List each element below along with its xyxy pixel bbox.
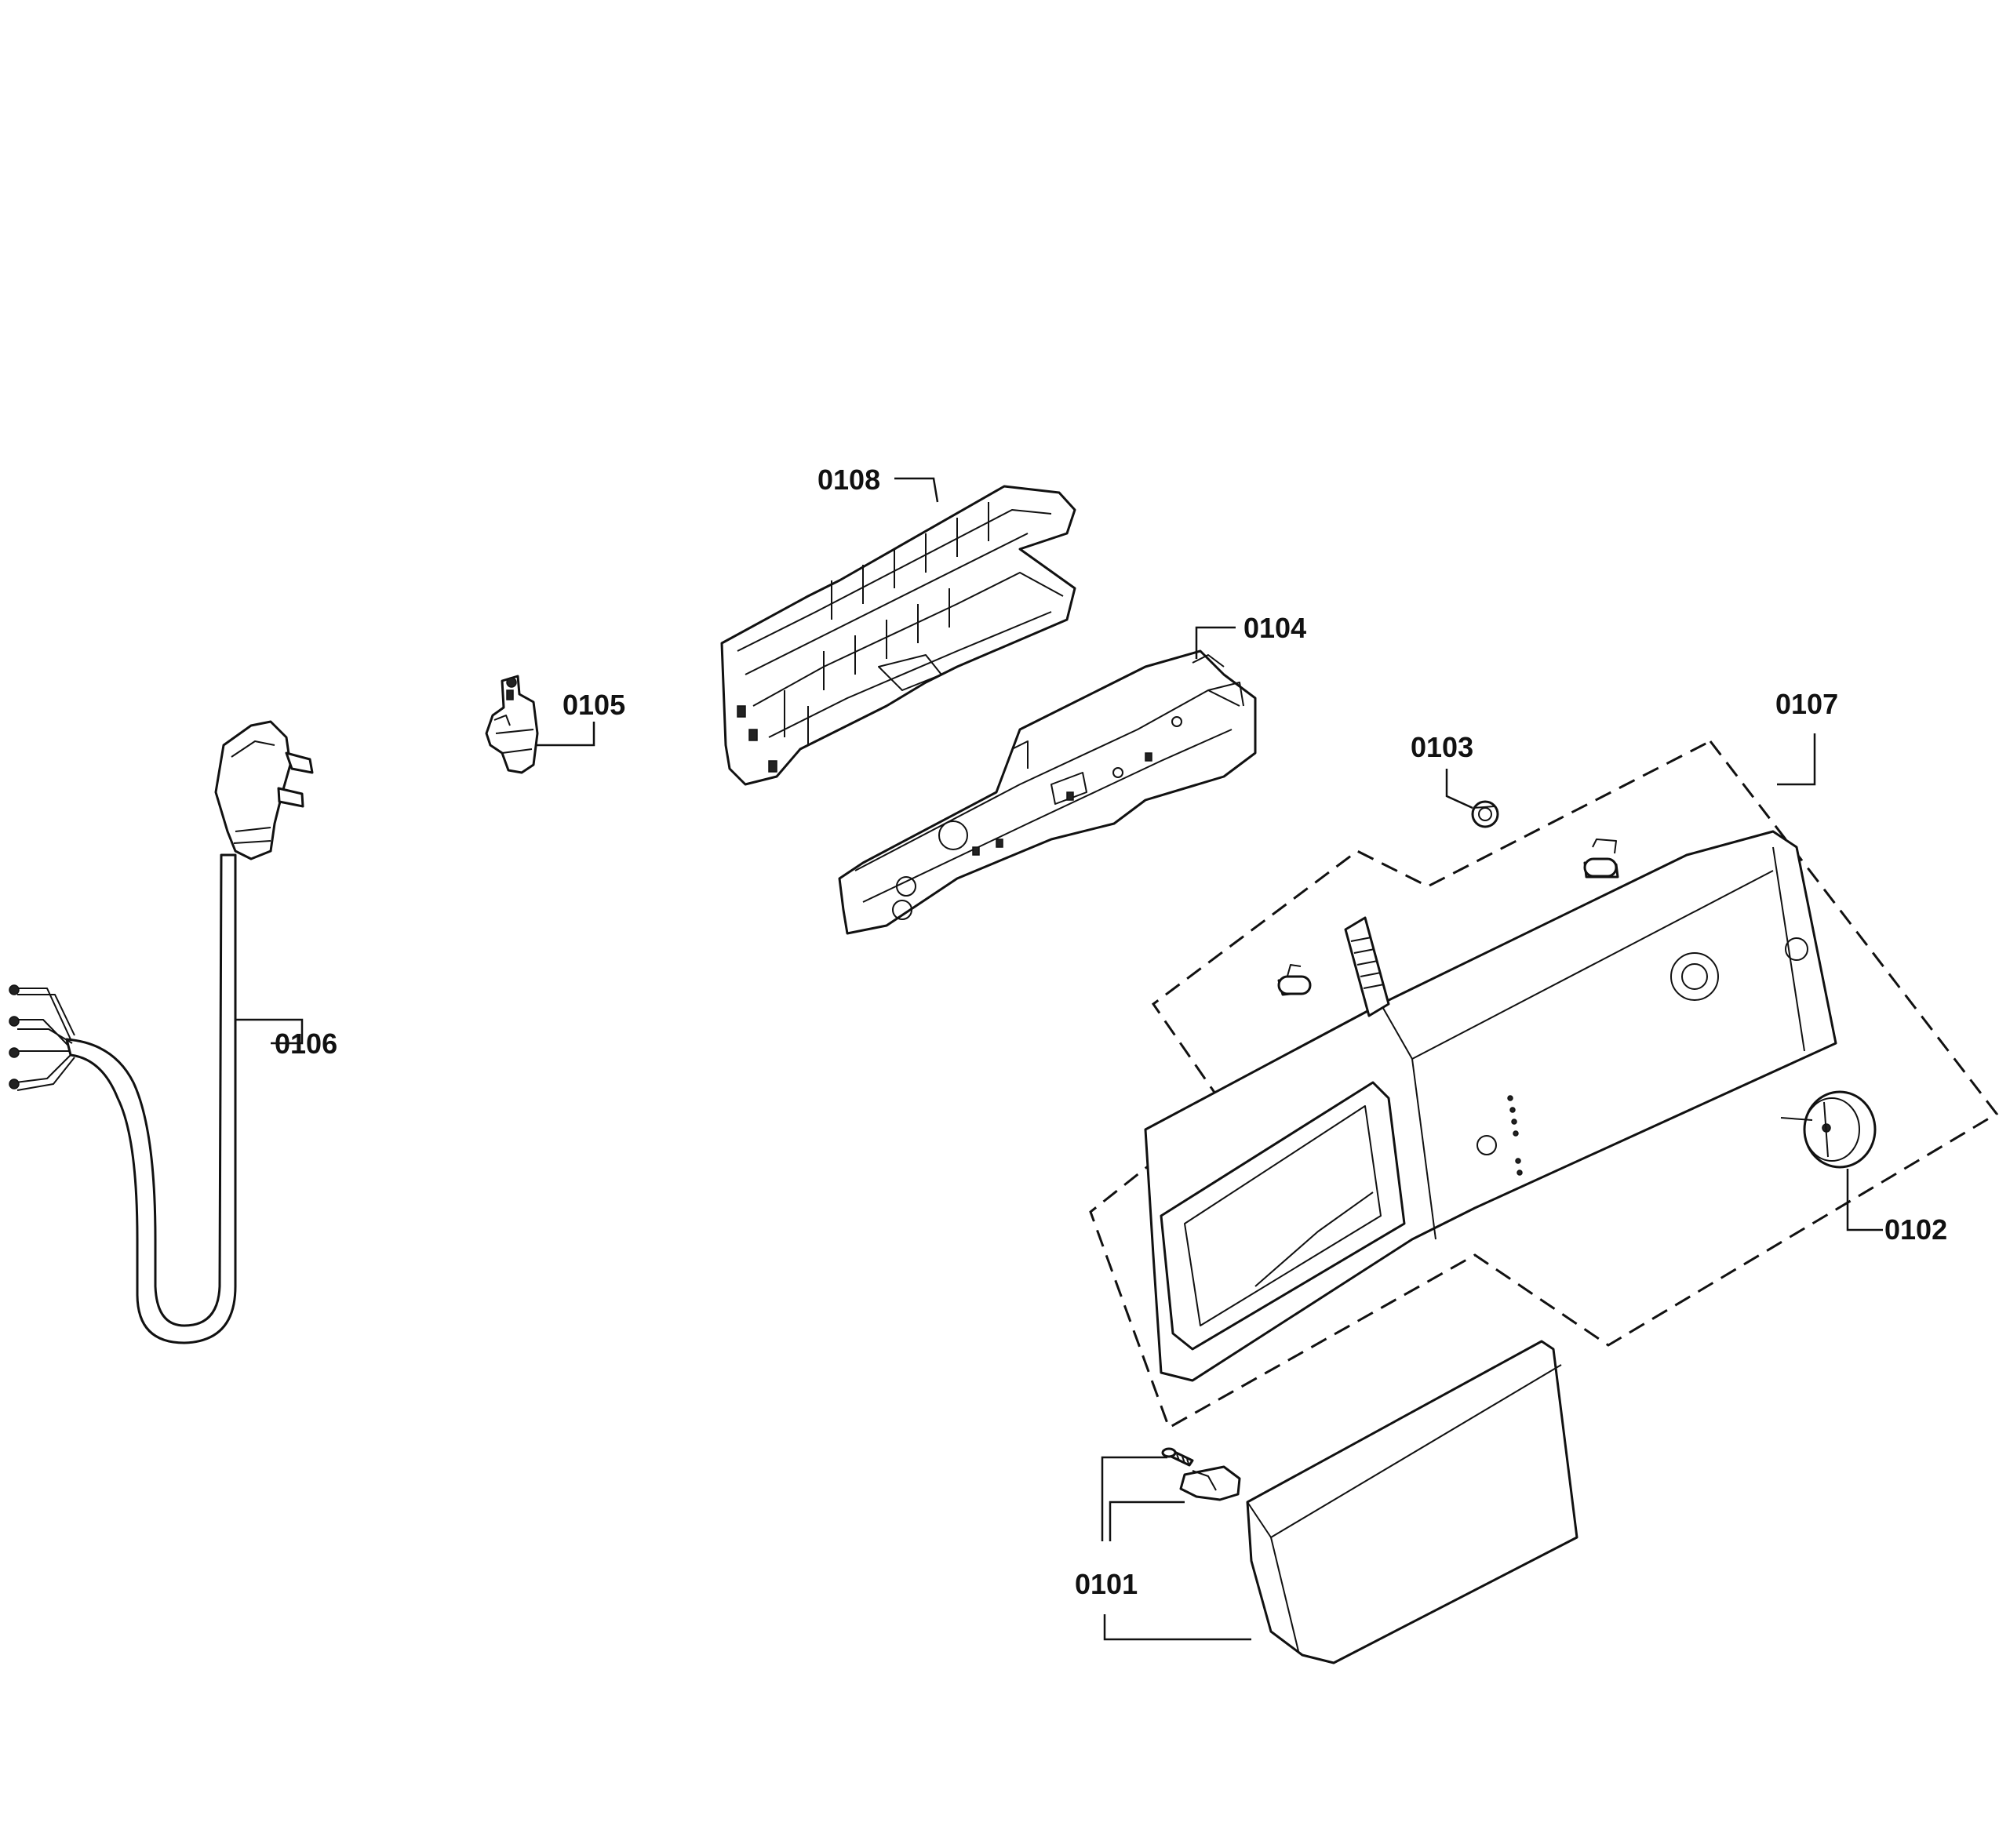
leader-lines — [235, 477, 1883, 1641]
part-0104-control-module[interactable] — [838, 649, 1257, 935]
label-0101: 0101 — [1075, 1568, 1138, 1600]
label-0108: 0108 — [817, 464, 880, 496]
label-0104: 0104 — [1243, 612, 1306, 644]
part-0106-power-cord[interactable] — [9, 720, 314, 1344]
label-0107: 0107 — [1775, 688, 1838, 720]
part-0107-control-panel-group[interactable] — [1089, 740, 1999, 1430]
part-labels: 0108 0104 0105 0106 0107 0103 0102 0101 — [275, 464, 1947, 1600]
part-0105-switch[interactable] — [485, 675, 539, 774]
part-0103-knob[interactable] — [1471, 800, 1499, 828]
label-0106: 0106 — [275, 1028, 337, 1060]
label-0102: 0102 — [1884, 1213, 1947, 1246]
part-0102-selector-knob[interactable] — [1780, 1090, 1877, 1169]
part-0108-housing[interactable] — [720, 485, 1076, 786]
label-0103: 0103 — [1411, 731, 1473, 763]
label-0105: 0105 — [563, 689, 625, 721]
part-0101-drawer-front[interactable] — [1161, 1340, 1578, 1664]
